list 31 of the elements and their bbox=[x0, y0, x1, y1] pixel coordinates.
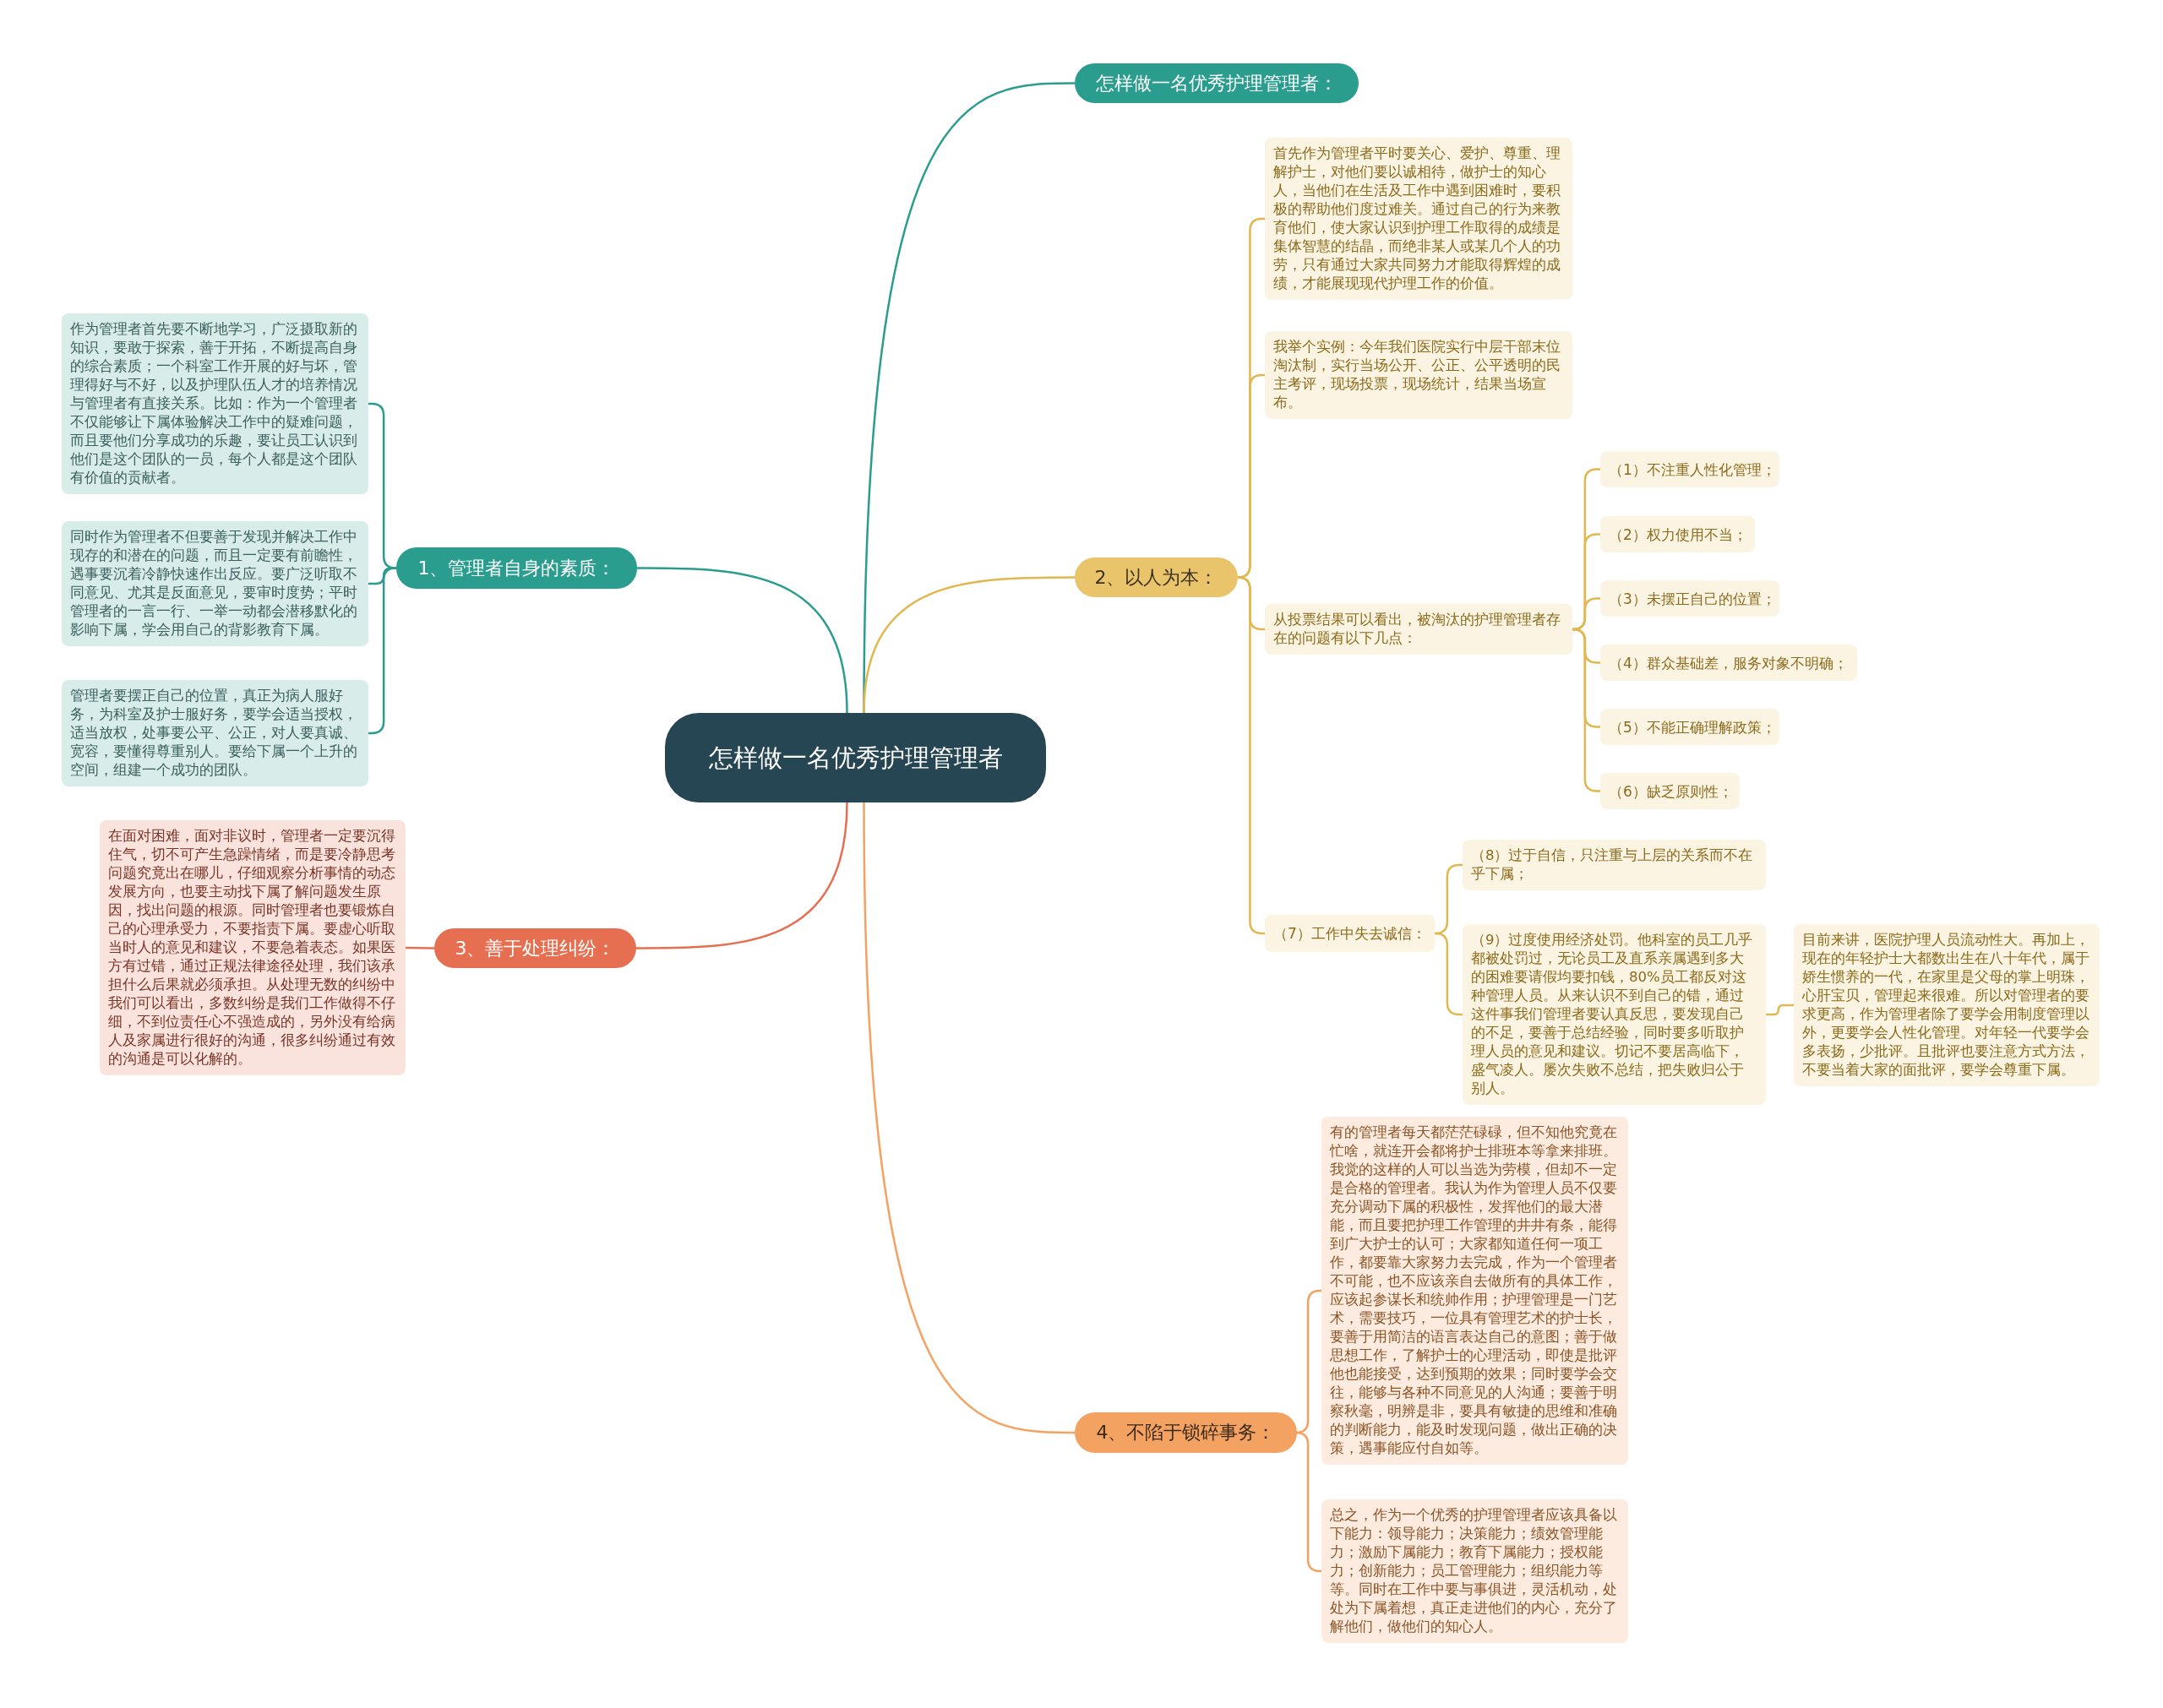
topic-box: 怎样做一名优秀护理管理者： bbox=[1075, 63, 1359, 103]
item-box: （7）工作中失去诚信： bbox=[1265, 915, 1435, 952]
item-box: （3）未摆正自己的位置； bbox=[1600, 580, 1779, 617]
text-card: 在面对困难，面对非议时，管理者一定要沉得住气，切不可产生急躁情绪，而是要冷静思考问题究竟出在哪儿，仔细观察分析事情的动态发展方向，也要主动找下属了解问题发生原因，找出问题的根源。同时管理者也要锻炼自己的心理承受力，不要指责下属。要虚心听取当时人的意见和建议，不要急着表态。如果医方有过错，通过正规法律途径处理，我们该承担什么后果就必须承担。从处理无数的纠纷中我们可以看出，多数纠纷是我们工作做得不仔细，不到位责任心不强造成的，另外没有给病人及家属进行很好的沟通，很多纠纷通过有效的沟通是可以化解的。 bbox=[100, 820, 406, 1075]
text-card: （9）过度使用经济处罚。他科室的员工几乎都被处罚过，无论员工及直系亲属遇到多大的困难要请假均要扣钱，80%员工都反对这种管理人员。从来认识不到自己的错，通过这件事我们管理者要认真反思，要发现自己的不足，要善于总结经验，同时要多听取护理人员的意见和建议。切记不要居高临下，盛气凌人。屡次失败不总结，把失败归公于别人。 bbox=[1463, 924, 1766, 1105]
text-card: 从投票结果可以看出，被淘汰的护理管理者存在的问题有以下几点： bbox=[1265, 604, 1572, 655]
text-card: （8）过于自信，只注重与上层的关系而不在乎下属； bbox=[1463, 840, 1766, 890]
connector-line bbox=[1766, 1004, 1794, 1016]
connector-line bbox=[863, 802, 1075, 1434]
connector-line bbox=[636, 802, 848, 949]
text-card: 我举个实例：今年我们医院实行中层干部末位淘汰制，实行当场公开、公正、公平透明的民主考评，现场投票，现场统计，结果当场宣布。 bbox=[1265, 331, 1572, 419]
topic-box: 2、以人为本： bbox=[1075, 558, 1238, 597]
item-box: （1）不注重人性化管理； bbox=[1600, 451, 1779, 487]
item-box: （2）权力使用不当； bbox=[1600, 516, 1755, 552]
central-topic: 怎样做一名优秀护理管理者 bbox=[665, 713, 1046, 802]
topic-box: 1、管理者自身的素质： bbox=[396, 547, 637, 589]
topic-box: 4、不陷于锁碎事务： bbox=[1075, 1412, 1297, 1453]
connector-line bbox=[863, 576, 1075, 714]
connector-line bbox=[637, 567, 848, 714]
item-box: （4）群众基础差，服务对象不明确； bbox=[1600, 645, 1857, 681]
topic-box: 3、善于处理纠纷： bbox=[434, 928, 636, 968]
connector-line bbox=[406, 946, 434, 949]
item-box: （5）不能正确理解政策； bbox=[1600, 709, 1779, 745]
text-card: 管理者要摆正自己的位置，真正为病人服好务，为科室及护士服好务，要学会适当授权，适当放权，处事要公平、公正，对人要真诚、宽容，要懂得尊重别人。要给下属一个上升的空间，组建一个成功的团队。 bbox=[62, 680, 368, 786]
item-box: （6）缺乏原则性； bbox=[1600, 773, 1740, 809]
text-card: 总之，作为一个优秀的护理管理者应该具备以下能力：领导能力；决策能力；绩效管理能力；激励下属能力；教育下属能力；授权能力；创新能力；员工管理能力；组织能力等等。同时在工作中要与事俱进，灵活机动，处处为下属着想，真正走进他们的内心，充分了解他们，做他们的知心人。 bbox=[1321, 1499, 1628, 1643]
text-card: 有的管理者每天都茫茫碌碌，但不知他究竟在忙啥，就连开会都将护士排班本等拿来排班。我觉的这样的人可以当选为劳模，但却不一定是合格的管理者。我认为作为管理人员不仅要充分调动下属的积极性，发挥他们的最大潜能，而且要把护理工作管理的井井有条，能得到广大护士的认可；大家都知道任何一项工作，都要靠大家努力去完成，作为一个管理者不可能，也不应该亲自去做所有的具体工作，应该起参谋长和统帅作用；护理管理是一门艺术，需要技巧，一位具有管理艺术的护士长，要善于用简洁的语言表达自己的意图；善于做思想工作，了解护士的心理活动，即使是批评他也能接受，达到预期的效果；同时要学会交往，能够与各种不同意见的人沟通；要善于明察秋毫，明辨是非，要具有敏捷的思维和准确的判断能力，能及时发现问题，做出正确的决策，遇事能应付自如等。 bbox=[1321, 1117, 1628, 1465]
text-card: 作为管理者首先要不断地学习，广泛摄取新的知识，要敢于探索，善于开拓，不断提高自身的综合素质；一个科室工作开展的好与坏，管理得好与不好，以及护理队伍人才的培养情况与管理者有直接关系。比如：作为一个管理者不仅能够让下属体验解决工作中的疑难问题，而且要他们分享成功的乐趣，要让员工认识到他们是这个团队的一员，每个人都是这个团队有价值的贡献者。 bbox=[62, 313, 368, 494]
text-card: 同时作为管理者不但要善于发现并解决工作中现存的和潜在的问题，而且一定要有前瞻性，遇事要沉着冷静快速作出反应。要广泛听取不同意见、尤其是反面意见，要审时度势；平时管理者的一言一行、一举一动都会潜移默化的影响下属，学会用自己的背影教育下属。 bbox=[62, 521, 368, 646]
text-card: 首先作为管理者平时要关心、爱护、尊重、理解护士，对他们要以诚相待，做护士的知心人，当他们在生活及工作中遇到困难时，要积极的帮助他们度过难关。通过自己的行为来教育他们，使大家认识到护理工作取得的成绩是集体智慧的结晶，而绝非某人或某几个人的功劳，只有通过大家共同努力才能取得辉煌的成绩，才能展现现代护理工作的价值。 bbox=[1265, 138, 1572, 300]
text-card: 目前来讲，医院护理人员流动性大。再加上，现在的年轻护士大都数出生在八十年代，属于娇生惯养的一代，在家里是父母的掌上明珠，心肝宝贝，管理起来很难。所以对管理者的要求更高，作为管理者除了要学会用制度管理以外，更要学会人性化管理。对年轻一代要学会多表扬，少批评。且批评也要注意方式方法，不要当着大家的面批评，要学会尊重下属。 bbox=[1794, 924, 2100, 1086]
